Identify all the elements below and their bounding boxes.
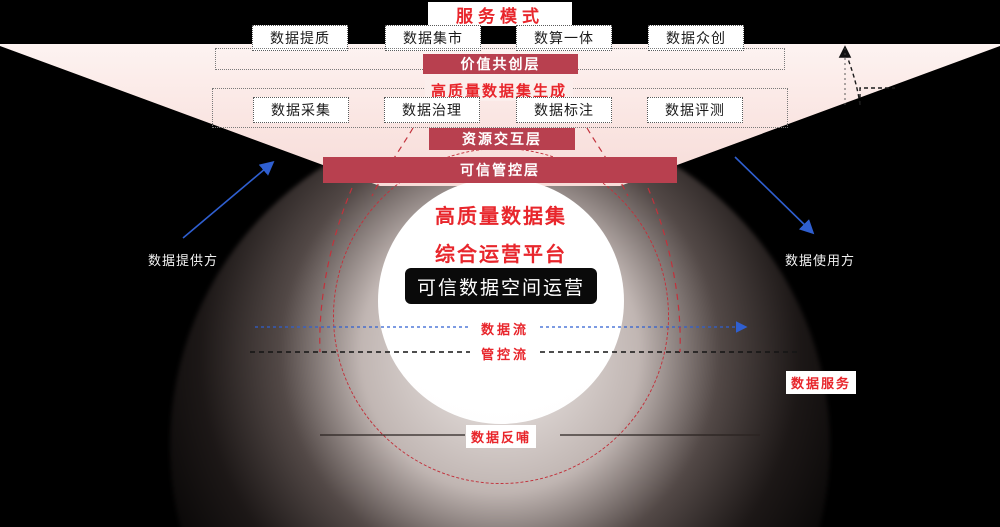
- generation-group-label: 高质量数据集生成: [425, 80, 574, 101]
- flow-label-control: 管控流: [480, 347, 529, 362]
- generation-item-1[interactable]: 数据采集: [253, 97, 349, 123]
- service-mode-box-4[interactable]: 数据众创: [648, 25, 744, 51]
- service-mode-box-2[interactable]: 数据集市: [385, 25, 481, 51]
- actor-label-provider: 数据提供方: [148, 253, 219, 268]
- generation-item-4[interactable]: 数据评测: [647, 97, 743, 123]
- core-text-block: 高质量数据集 综合运营平台: [378, 200, 624, 267]
- layer-bar-value-cocreation[interactable]: 价值共创层: [423, 54, 578, 74]
- consumer-arrow: [734, 156, 815, 235]
- annotation-data-service: 数据服务: [786, 371, 857, 394]
- recycle-arrow-curve: [838, 45, 861, 106]
- annotation-data-feedback: 数据反哺: [466, 425, 537, 448]
- layer-bar-trusted-governance[interactable]: 可信管控层: [323, 157, 677, 183]
- core-badge[interactable]: 可信数据空间运营: [405, 268, 597, 304]
- service-mode-box-1[interactable]: 数据提质: [252, 25, 348, 51]
- service-mode-box-3[interactable]: 数算一体: [516, 25, 612, 51]
- core-title-line2: 综合运营平台: [435, 244, 567, 266]
- flow-label-data: 数据流: [480, 322, 529, 337]
- actor-label-consumer: 数据使用方: [785, 253, 856, 268]
- diagram-title: 服务模式: [428, 2, 572, 26]
- generation-item-2[interactable]: 数据治理: [384, 97, 480, 123]
- layer-bar-resource-interaction[interactable]: 资源交互层: [429, 128, 575, 150]
- generation-item-3[interactable]: 数据标注: [516, 97, 612, 123]
- recycle-arrow-tail: [859, 87, 895, 105]
- core-title-line1: 高质量数据集: [435, 206, 567, 228]
- provider-arrow: [182, 160, 275, 239]
